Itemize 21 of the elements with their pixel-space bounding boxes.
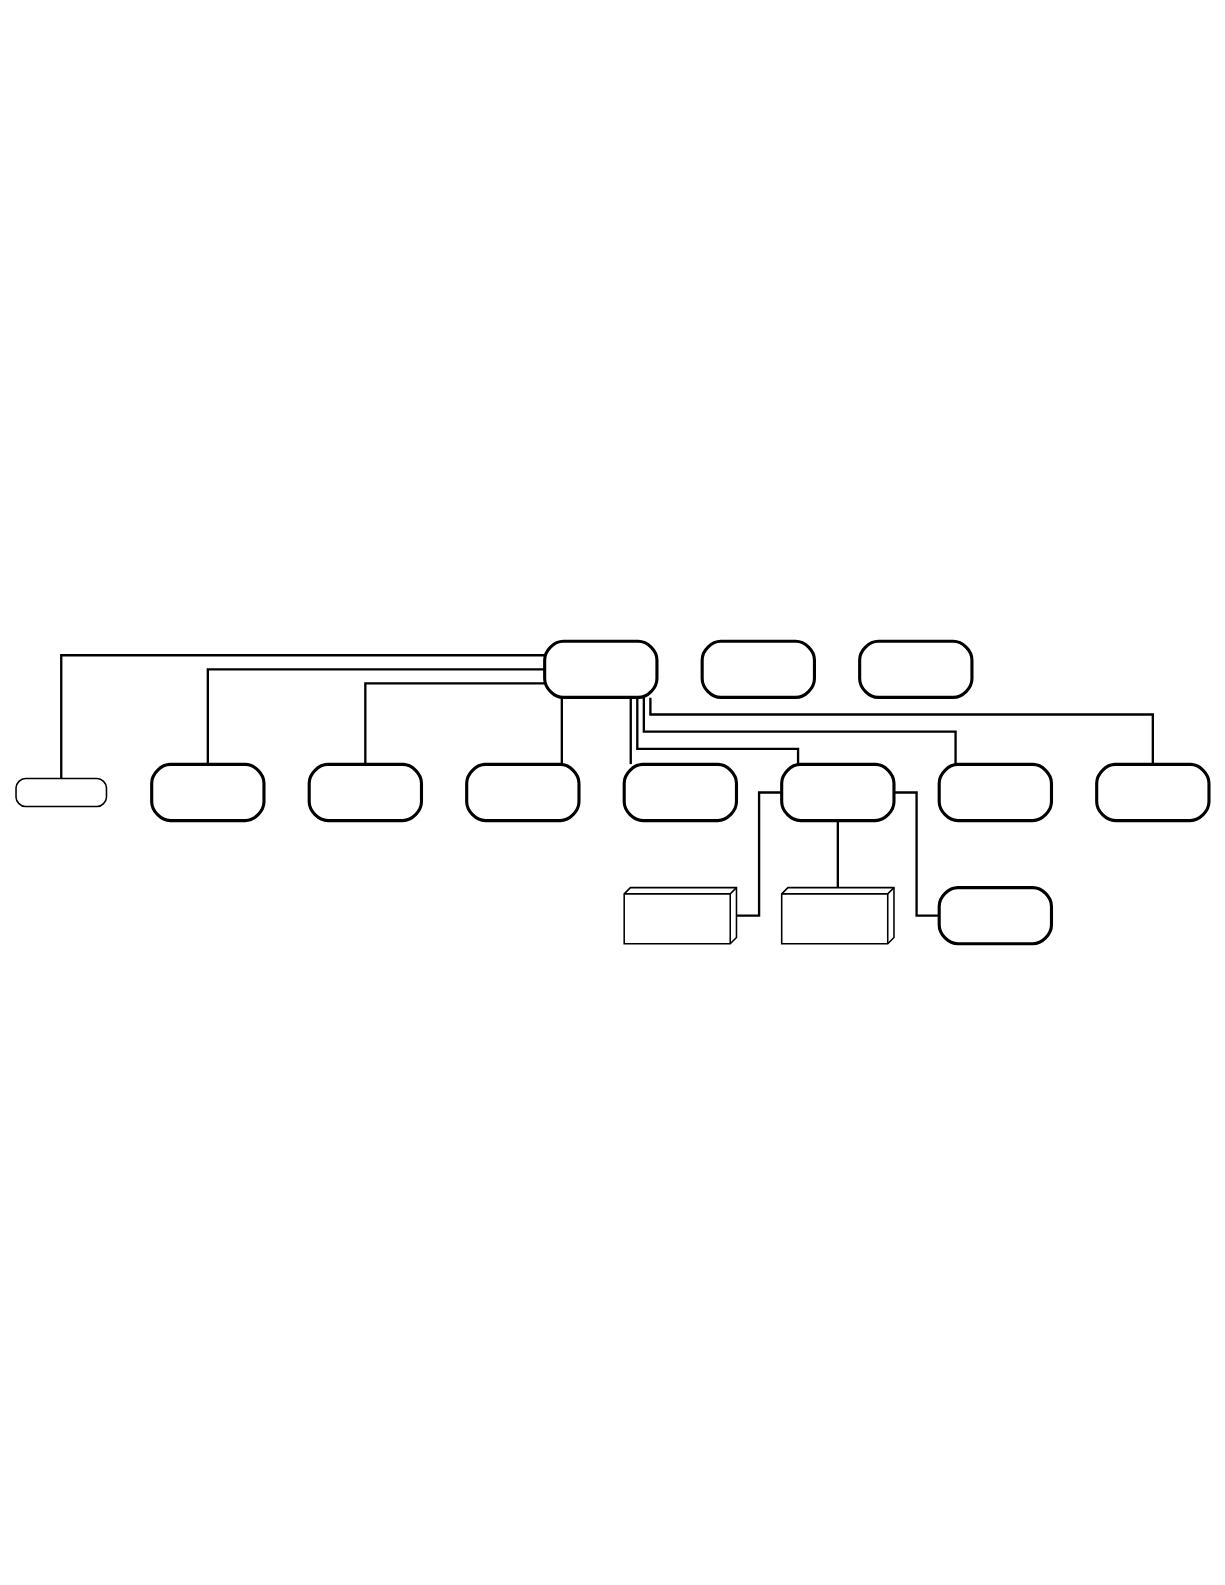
node-box bbox=[700, 639, 816, 699]
node-box bbox=[543, 639, 659, 699]
node-box bbox=[150, 762, 266, 823]
connector bbox=[636, 697, 800, 765]
node-box bbox=[465, 762, 581, 823]
connector bbox=[560, 697, 563, 765]
connector bbox=[60, 654, 545, 779]
node-box bbox=[622, 762, 739, 823]
node-capsule bbox=[15, 777, 108, 808]
node-box bbox=[937, 886, 1054, 946]
connector bbox=[206, 668, 545, 764]
connector bbox=[836, 821, 839, 888]
node-box bbox=[1095, 762, 1211, 823]
connector bbox=[364, 682, 545, 765]
node-box bbox=[937, 762, 1054, 823]
node-box bbox=[858, 639, 974, 699]
connector bbox=[629, 697, 632, 765]
node-box bbox=[780, 762, 896, 823]
connector bbox=[649, 697, 1154, 765]
connector bbox=[642, 697, 957, 765]
node-box bbox=[307, 762, 424, 823]
